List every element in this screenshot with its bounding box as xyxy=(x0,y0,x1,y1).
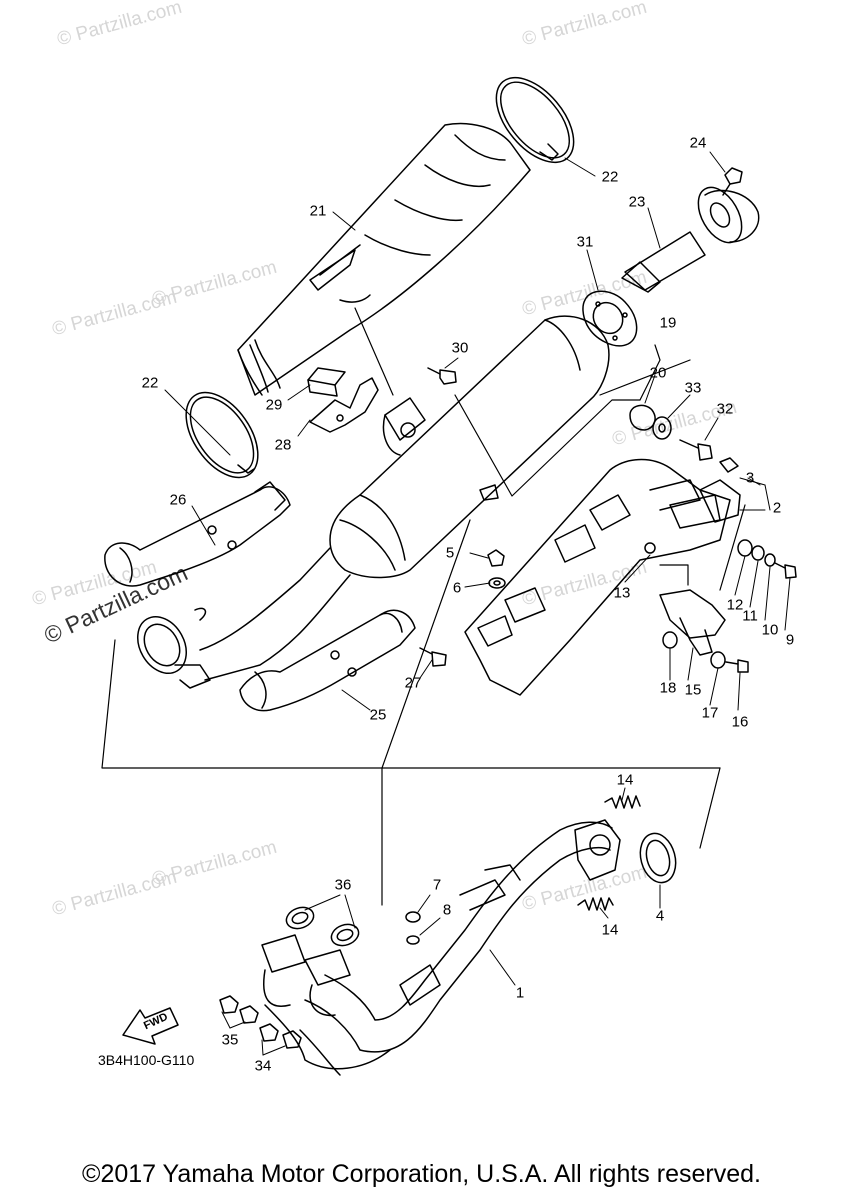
part-21-muffler-protector xyxy=(237,122,531,396)
part-31-gasket xyxy=(582,290,638,347)
callout-13: 13 xyxy=(613,584,631,602)
callout-19: 19 xyxy=(659,314,677,332)
callout-23: 23 xyxy=(628,193,646,211)
part-10-washer xyxy=(764,553,776,567)
callout-2: 2 xyxy=(772,499,782,517)
callout-29: 29 xyxy=(265,396,283,414)
callout-24: 24 xyxy=(689,134,707,152)
muffler-front-pipe xyxy=(137,547,351,689)
callout-1: 1 xyxy=(515,984,525,1002)
leader-lines xyxy=(164,151,791,1056)
callout-26: 26 xyxy=(169,491,187,509)
callout-7: 7 xyxy=(432,876,442,894)
callout-12: 12 xyxy=(726,596,744,614)
callout-9: 9 xyxy=(785,631,795,649)
part-11-collar xyxy=(751,545,765,561)
part-22-upper-clamp xyxy=(495,76,575,164)
callout-14-lower: 14 xyxy=(601,921,619,939)
part-1-exhaust-pipe xyxy=(264,819,621,1076)
callout-15: 15 xyxy=(684,681,702,699)
part-12-grommet xyxy=(737,539,753,557)
part-22-lower-clamp xyxy=(185,391,259,479)
part-33-collar xyxy=(652,416,672,440)
callout-14-upper: 14 xyxy=(616,771,634,789)
callout-5: 5 xyxy=(445,544,455,562)
callout-35: 35 xyxy=(221,1031,239,1049)
callout-36: 36 xyxy=(334,876,352,894)
part-18-grommet xyxy=(662,631,678,649)
part-17-collar xyxy=(710,651,726,669)
part-15-bracket xyxy=(659,589,726,656)
callout-25: 25 xyxy=(369,706,387,724)
part-6-washer xyxy=(488,577,506,589)
callout-3: 3 xyxy=(745,469,755,487)
callout-32: 32 xyxy=(716,400,734,418)
part-4-gasket-ring xyxy=(639,832,677,884)
part-26-protector xyxy=(104,481,291,587)
callout-17: 17 xyxy=(701,704,719,722)
part-3-nut xyxy=(719,457,739,473)
part-8-gasket xyxy=(406,935,420,945)
callout-16: 16 xyxy=(731,713,749,731)
callout-22-upper: 22 xyxy=(601,168,619,186)
callout-31: 31 xyxy=(576,233,594,251)
callout-27: 27 xyxy=(404,674,422,692)
callout-10: 10 xyxy=(761,621,779,639)
part-34-nuts xyxy=(259,1023,302,1049)
group-boundary-lines xyxy=(101,307,746,906)
callout-30: 30 xyxy=(451,339,469,357)
copyright-notice: ©2017 Yamaha Motor Corporation, U.S.A. A… xyxy=(82,1160,761,1188)
callout-18: 18 xyxy=(659,679,677,697)
callout-11: 11 xyxy=(742,607,758,625)
part-19-muffler xyxy=(329,315,610,579)
part-heat-protector xyxy=(464,458,731,696)
part-14-spring-lower xyxy=(577,897,614,911)
part-28-bracket xyxy=(309,377,379,433)
part-24-bolt xyxy=(722,167,743,196)
part-16-bolt xyxy=(725,659,749,673)
callout-21: 21 xyxy=(309,202,327,220)
exhaust-flanges xyxy=(261,934,351,1017)
part-36-gaskets xyxy=(285,906,360,947)
callout-8: 8 xyxy=(442,901,452,919)
part-29-damper xyxy=(307,367,346,397)
part-35-nuts xyxy=(219,995,259,1024)
part-30-bolt xyxy=(427,367,457,385)
callout-4: 4 xyxy=(655,907,665,925)
part-23-tailpipe xyxy=(621,186,760,293)
callout-33: 33 xyxy=(684,379,702,397)
callout-6: 6 xyxy=(452,579,462,597)
part-2-bracket xyxy=(699,479,741,523)
part-25-protector xyxy=(239,609,416,712)
part-32-bolt xyxy=(679,439,713,461)
callout-22-lower: 22 xyxy=(141,374,159,392)
part-5-bolt xyxy=(487,549,505,567)
callout-34: 34 xyxy=(254,1057,272,1075)
part-7-gasket xyxy=(405,911,421,923)
part-14-spring-upper xyxy=(604,795,641,809)
part-20-grommet xyxy=(629,404,656,431)
part-9-bolt xyxy=(774,562,797,579)
diagram-code: 3B4H100-G110 xyxy=(98,1052,195,1068)
callout-28: 28 xyxy=(274,436,292,454)
fwd-arrow-icon xyxy=(122,1007,179,1045)
part-27-bolt xyxy=(419,647,447,667)
callout-20: 20 xyxy=(649,364,667,382)
